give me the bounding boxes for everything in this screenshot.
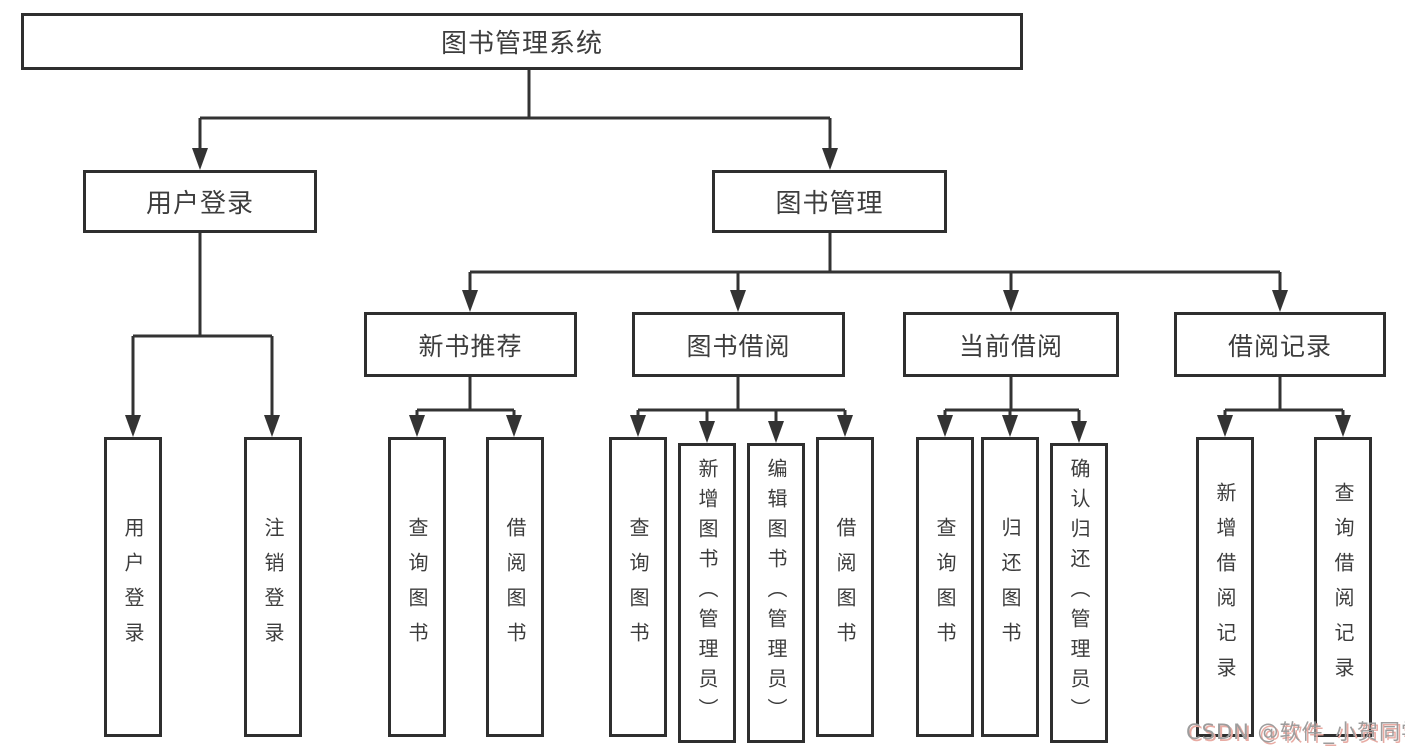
node-book-management: 图书管理 <box>712 170 947 233</box>
node-label: 图书借阅 <box>686 331 791 361</box>
node-borrowing-records: 借阅记录 <box>1174 312 1386 377</box>
leaf-label: 查询图书 <box>626 517 650 657</box>
node-label: 借阅记录 <box>1227 331 1332 361</box>
leaf-query-books-1: 查询图书 <box>388 437 446 737</box>
node-label: 当前借阅 <box>958 331 1063 361</box>
leaf-label: 用户登录 <box>121 517 145 657</box>
leaf-return-books: 归还图书 <box>981 437 1039 737</box>
leaf-label: 借阅图书 <box>833 517 857 657</box>
leaf-borrow-books-1: 借阅图书 <box>486 437 544 737</box>
leaf-label: 新增借阅记录 <box>1213 482 1237 692</box>
node-label: 新书推荐 <box>418 331 523 361</box>
leaf-add-borrow-record: 新增借阅记录 <box>1196 437 1254 737</box>
leaf-label: 新增图书（管理员） <box>695 458 719 728</box>
leaf-query-borrow-record: 查询借阅记录 <box>1314 437 1372 737</box>
leaf-label: 注销登录 <box>261 517 285 657</box>
node-library-management-system: 图书管理系统 <box>21 13 1023 70</box>
node-label: 图书管理 <box>775 189 884 219</box>
node-current-borrowing: 当前借阅 <box>903 312 1119 377</box>
leaf-query-books-3: 查询图书 <box>916 437 974 737</box>
leaf-label: 查询图书 <box>933 517 957 657</box>
leaf-label: 查询图书 <box>405 517 429 657</box>
leaf-label: 确认归还（管理员） <box>1067 458 1091 728</box>
node-new-book-recommendation: 新书推荐 <box>364 312 577 377</box>
leaf-label: 编辑图书（管理员） <box>764 458 788 728</box>
leaf-logout: 注销登录 <box>244 437 302 737</box>
leaf-edit-books-admin: 编辑图书（管理员） <box>747 443 805 743</box>
leaf-borrow-books-2: 借阅图书 <box>816 437 874 737</box>
leaf-label: 查询借阅记录 <box>1331 482 1355 692</box>
leaf-query-books-2: 查询图书 <box>609 437 667 737</box>
leaf-label: 归还图书 <box>998 517 1022 657</box>
node-label: 图书管理系统 <box>440 29 603 59</box>
node-book-borrowing: 图书借阅 <box>632 312 845 377</box>
node-user-login: 用户登录 <box>83 170 317 233</box>
leaf-user-login: 用户登录 <box>104 437 162 737</box>
leaf-label: 借阅图书 <box>503 517 527 657</box>
node-label: 用户登录 <box>145 189 254 219</box>
leaf-add-books-admin: 新增图书（管理员） <box>678 443 736 743</box>
csdn-watermark: CSDN @软件_小贺同学 <box>1186 720 1405 744</box>
arrowheads <box>125 148 1351 443</box>
leaf-confirm-return-admin: 确认归还（管理员） <box>1050 443 1108 743</box>
